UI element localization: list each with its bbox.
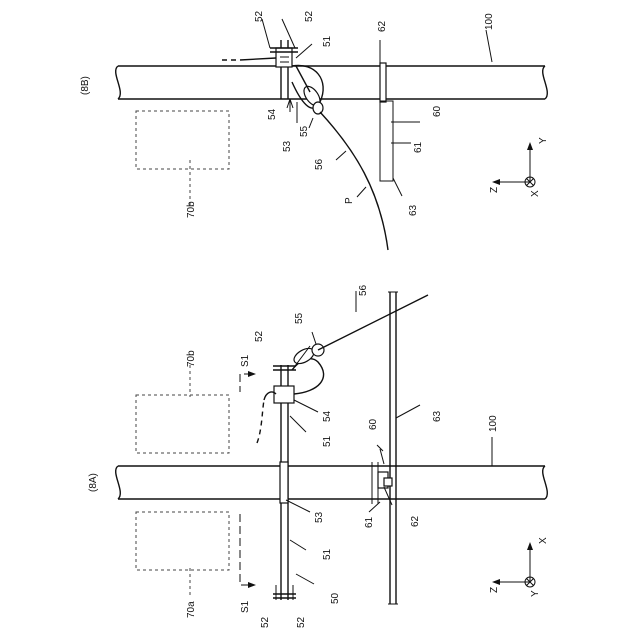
axis-triad-b: Z Y X <box>489 137 549 197</box>
label-70b-b: 70b <box>186 201 197 218</box>
label-S1-top: S1 <box>240 354 251 367</box>
clamp-53-a <box>280 462 288 503</box>
region-70a-a <box>136 512 229 570</box>
label-70b-a: 70b <box>186 350 197 367</box>
fig-title-8b: (8B) <box>80 76 91 95</box>
member-61-b <box>380 101 393 181</box>
rail-100-b <box>116 66 548 99</box>
label-60-a: 60 <box>368 418 379 430</box>
label-61-b: 61 <box>413 141 424 153</box>
label-53-b: 53 <box>282 140 293 152</box>
label-51-a-bottom: 51 <box>322 548 333 560</box>
axis-z-b: Z <box>489 187 500 193</box>
label-52-a-top: 52 <box>254 330 265 342</box>
label-56-b: 56 <box>314 158 325 170</box>
axis-z-a: Z <box>489 587 500 593</box>
label-56-a: 56 <box>358 284 369 296</box>
label-63-a: 63 <box>432 410 443 422</box>
axis-x-a: X <box>538 537 549 544</box>
label-60-b: 60 <box>432 105 443 117</box>
axis-triad-a: Z X Y <box>489 537 549 597</box>
axis-x-b: X <box>530 190 541 197</box>
fig-title-8a: (8A) <box>88 473 99 492</box>
label-63-b: 63 <box>408 204 419 216</box>
clamp-62-b <box>380 63 386 102</box>
label-62-a: 62 <box>410 515 421 527</box>
label-S1-bottom: S1 <box>240 600 251 613</box>
axis-y-b: Y <box>538 137 549 144</box>
label-51-b: 51 <box>322 35 333 47</box>
region-70b-a <box>136 395 229 453</box>
unit-54-a <box>274 386 294 403</box>
label-54-b: 54 <box>267 108 278 120</box>
label-52-a-bottom-left: 52 <box>260 616 271 628</box>
region-70b-b <box>136 111 229 169</box>
label-50-a: 50 <box>330 592 341 604</box>
axis-y-a: Y <box>530 590 541 597</box>
cable-56-a <box>318 295 428 350</box>
label-70a-a: 70a <box>186 601 197 618</box>
label-100-b: 100 <box>484 13 495 30</box>
label-51-a-top: 51 <box>322 435 333 447</box>
label-55-a: 55 <box>294 312 305 324</box>
label-54-a: 54 <box>322 410 333 422</box>
label-52-a-bottom-right: 52 <box>296 616 307 628</box>
label-62-b: 62 <box>377 20 388 32</box>
label-100-a: 100 <box>488 415 499 432</box>
label-52-b-left: 52 <box>254 10 265 22</box>
label-P-b: P <box>344 197 355 204</box>
figure-8b: (8B) 52 52 51 62 100 54 53 55 60 61 56 P… <box>80 10 549 250</box>
label-61-a: 61 <box>364 516 375 528</box>
cable-56-b <box>320 112 388 250</box>
figure-8a: 56 55 70b S1 52 54 51 60 63 100 (8A) 53 … <box>88 284 549 628</box>
rail-100-a <box>116 466 548 499</box>
label-53-a: 53 <box>314 511 325 523</box>
label-55-b: 55 <box>299 125 310 137</box>
label-52-b-right: 52 <box>304 10 315 22</box>
